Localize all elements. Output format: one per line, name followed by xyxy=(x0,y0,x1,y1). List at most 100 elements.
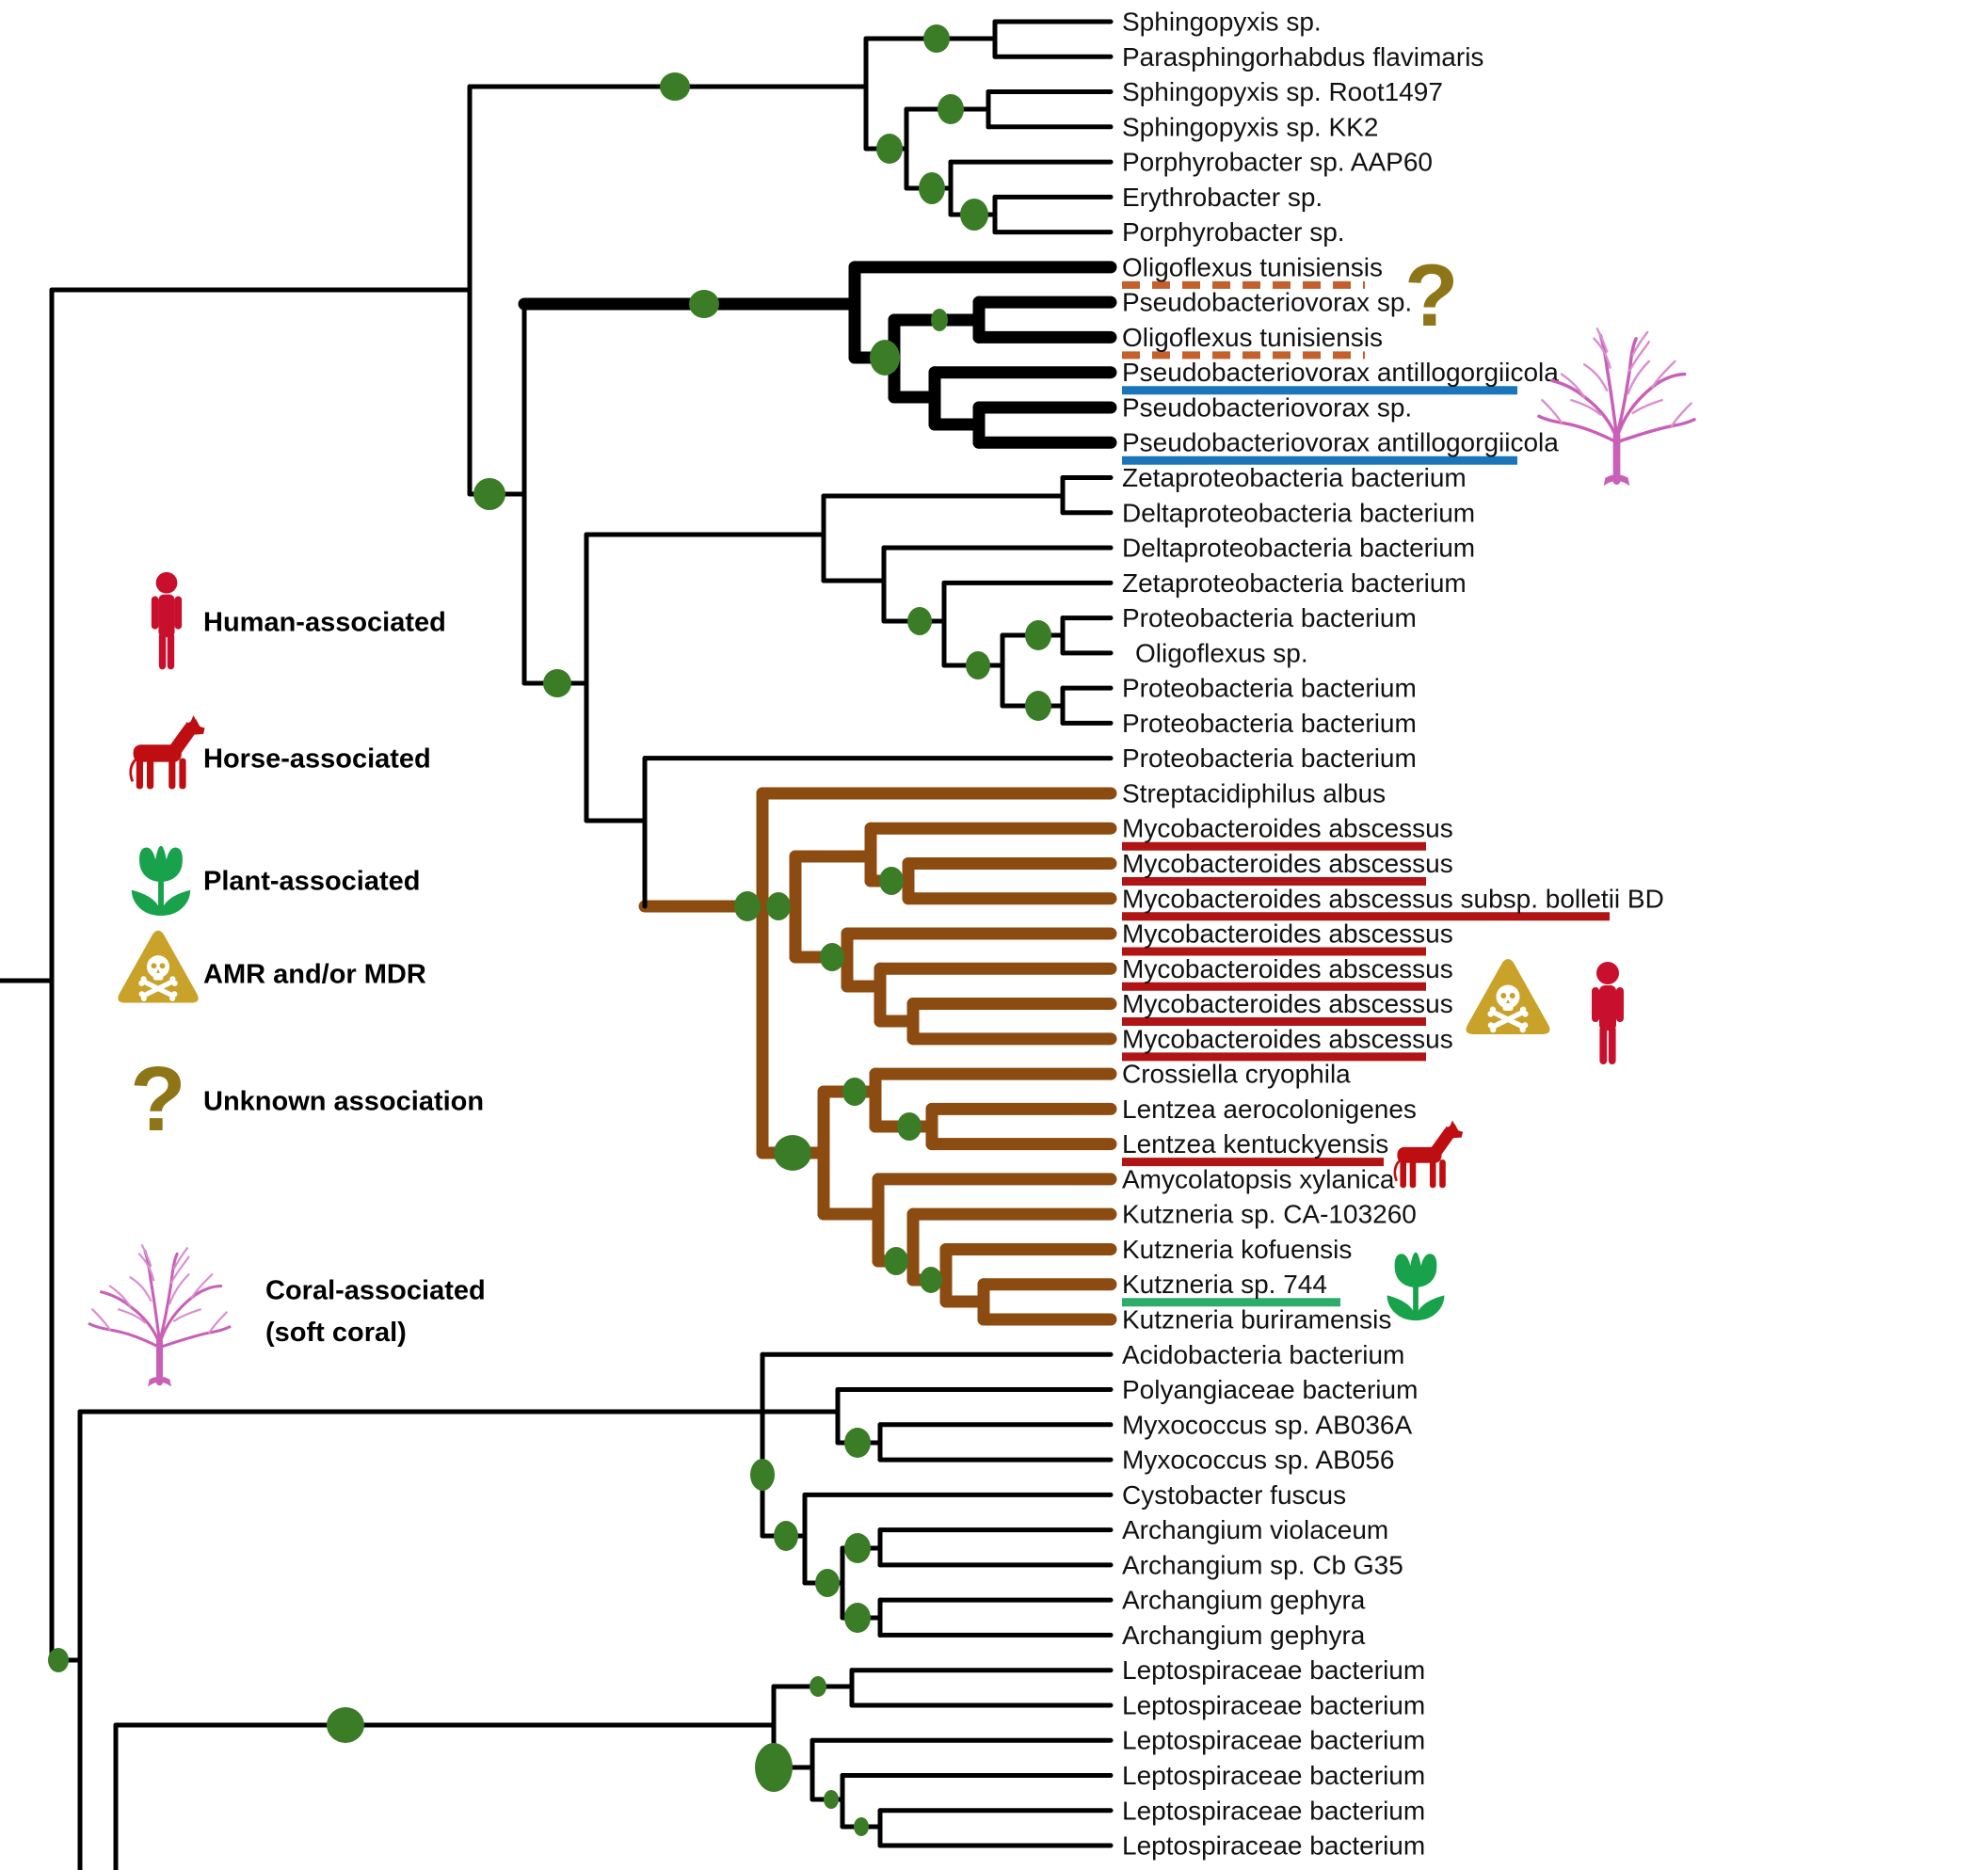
human-icon xyxy=(1579,960,1636,1071)
leaf-label: Archangium gephyra xyxy=(1122,1621,1366,1650)
leaf-label: Sphingopyxis sp. KK2 xyxy=(1122,112,1378,141)
support-node-dot xyxy=(966,651,990,679)
coral-icon xyxy=(87,1233,232,1398)
plant-icon xyxy=(1379,1247,1452,1322)
legend-label: AMR and/or MDR xyxy=(203,959,426,990)
legend-label-line2: (soft coral) xyxy=(265,1318,407,1348)
leaf-label: Porphyrobacter sp. xyxy=(1122,217,1345,247)
support-node-dot xyxy=(766,892,791,920)
support-node-dot xyxy=(774,1135,811,1171)
leaf-label: Mycobacteroides abscessus xyxy=(1122,954,1453,983)
leaf-label: Proteobacteria bacterium xyxy=(1122,603,1417,632)
leaf-label: Pseudobacteriovorax antillogorgiicola xyxy=(1122,428,1559,457)
support-node-dot xyxy=(755,1743,793,1792)
leaf-label: Sphingopyxis sp. Root1497 xyxy=(1122,77,1443,106)
leaf-label: Pseudobacteriovorax antillogorgiicola xyxy=(1122,358,1559,387)
leaf-label: Kutzneria sp. CA-103260 xyxy=(1122,1200,1417,1229)
leaf-label: Oligoflexus sp. xyxy=(1135,638,1308,667)
leaf-label: Mycobacteroides abscessus xyxy=(1122,989,1453,1018)
support-node-dot xyxy=(1025,620,1051,650)
leaf-label: Sphingopyxis sp. xyxy=(1122,8,1322,37)
leaf-label: Porphyrobacter sp. AAP60 xyxy=(1122,148,1433,177)
amr-icon xyxy=(113,928,203,1013)
support-node-dot xyxy=(689,290,719,318)
leaf-label: Deltaproteobacteria bacterium xyxy=(1122,534,1475,563)
leaf-label: Archangium sp. Cb G35 xyxy=(1122,1550,1403,1579)
leaf-label: Proteobacteria bacterium xyxy=(1122,709,1417,738)
leaf-label: Acidobacteria bacterium xyxy=(1122,1340,1404,1369)
support-node-dot xyxy=(876,134,903,164)
support-node-dot xyxy=(919,172,945,204)
coral-icon xyxy=(1534,326,1699,487)
leaf-label: Proteobacteria bacterium xyxy=(1122,743,1417,773)
support-node-dot xyxy=(960,199,988,231)
support-node-dot xyxy=(842,1078,867,1106)
support-node-dot xyxy=(543,669,571,697)
leaf-label: Parasphingorhabdus flavimaris xyxy=(1122,42,1483,72)
leaf-label: Cystobacter fuscus xyxy=(1122,1480,1346,1510)
leaf-label: Erythrobacter sp. xyxy=(1122,183,1323,212)
leaf-label: Mycobacteroides abscessus xyxy=(1122,814,1453,843)
support-node-dot xyxy=(820,943,844,971)
support-node-dot xyxy=(844,1603,871,1633)
leaf-label: Archangium violaceum xyxy=(1122,1515,1388,1544)
leaf-label: Mycobacteroides abscessus xyxy=(1122,1024,1453,1053)
horse-icon xyxy=(120,713,211,792)
support-node-dot xyxy=(854,1817,869,1836)
support-node-dot xyxy=(810,1676,826,1697)
support-node-dot xyxy=(931,309,948,331)
support-node-dot xyxy=(920,1267,942,1293)
leaf-label: Myxococcus sp. AB036A xyxy=(1122,1410,1412,1439)
leaf-label: Lentzea aerocolonigenes xyxy=(1122,1095,1417,1124)
leaf-label: Mycobacteroides abscessus xyxy=(1122,849,1453,878)
leaf-label: Deltaproteobacteria bacterium xyxy=(1122,498,1475,527)
support-node-dot xyxy=(897,1112,922,1141)
human-icon xyxy=(139,570,194,676)
support-node-dot xyxy=(844,1428,871,1458)
leaf-label: Crossiella cryophila xyxy=(1122,1060,1351,1089)
leaf-label: Lentzea kentuckyensis xyxy=(1122,1129,1388,1159)
leaf-label: Kutzneria sp. 744 xyxy=(1122,1270,1327,1299)
support-node-dot xyxy=(938,94,964,124)
leaf-label: Oligoflexus tunisiensis xyxy=(1122,323,1383,352)
support-node-dot xyxy=(473,478,505,510)
support-node-dot xyxy=(884,1247,908,1275)
support-node-dot xyxy=(660,72,690,101)
leaf-label: Leptospiraceae bacterium xyxy=(1122,1831,1425,1861)
leaf-label: Leptospiraceae bacterium xyxy=(1122,1761,1425,1790)
leaf-label: Oligoflexus tunisiensis xyxy=(1122,252,1383,281)
support-node-dot xyxy=(907,607,932,635)
leaf-label: Zetaproteobacteria bacterium xyxy=(1122,463,1467,492)
support-node-dot xyxy=(48,1648,69,1672)
legend-label: Horse-associated xyxy=(203,743,431,775)
legend-label: Plant-associated xyxy=(203,866,421,897)
support-node-dot xyxy=(774,1521,798,1551)
support-node-dot xyxy=(870,340,900,376)
leaf-label: Pseudobacteriovorax sp. xyxy=(1122,392,1412,422)
leaf-label: Kutzneria buriramensis xyxy=(1122,1304,1391,1334)
support-node-dot xyxy=(923,24,950,53)
support-node-dot xyxy=(844,1533,871,1563)
support-node-dot xyxy=(327,1707,364,1743)
leaf-label: Streptacidiphilus albus xyxy=(1122,778,1386,807)
leaf-label: Mycobacteroides abscessus xyxy=(1122,919,1453,949)
plant-icon xyxy=(124,838,198,920)
leaf-label: Kutzneria kofuensis xyxy=(1122,1235,1352,1264)
svg-text:?: ? xyxy=(130,1058,181,1148)
amr-icon xyxy=(1461,952,1555,1048)
support-node-dot xyxy=(1025,691,1051,721)
leaf-label: Pseudobacteriovorax sp. xyxy=(1122,288,1412,317)
support-node-dot xyxy=(815,1569,840,1597)
leaf-label: Amycolatopsis xylanica xyxy=(1122,1164,1395,1193)
question-mark-icon: ? xyxy=(130,1058,181,1148)
support-node-dot xyxy=(824,1790,839,1809)
leaf-label: Proteobacteria bacterium xyxy=(1122,674,1417,703)
leaf-label: Leptospiraceae bacterium xyxy=(1122,1796,1425,1825)
legend-label: Human-associated xyxy=(203,607,446,638)
leaf-label: Myxococcus sp. AB056 xyxy=(1122,1446,1394,1475)
leaf-label: Zetaproteobacteria bacterium xyxy=(1122,568,1467,598)
legend-label: Coral-associated xyxy=(265,1275,486,1306)
question-mark-icon: ? xyxy=(1404,256,1453,343)
support-node-dot xyxy=(734,891,761,921)
